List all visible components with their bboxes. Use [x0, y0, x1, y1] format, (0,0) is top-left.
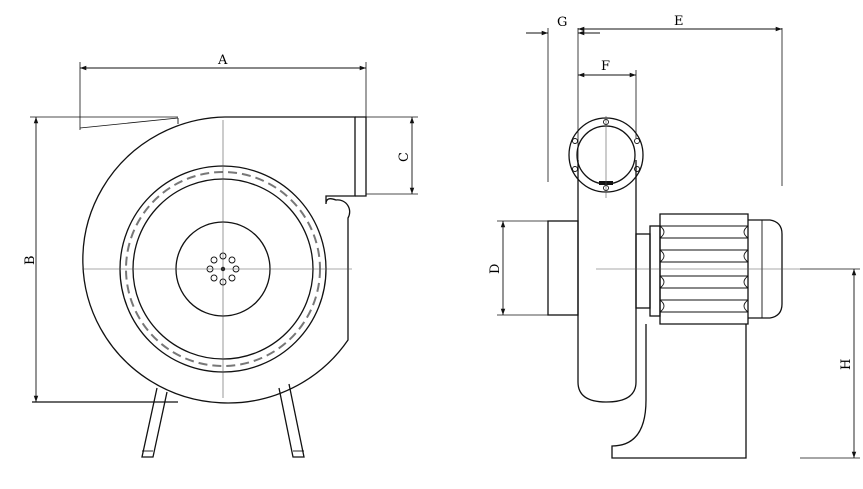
side-view: G E F D H [488, 14, 860, 459]
support-legs [141, 383, 305, 458]
label-A: A [217, 53, 228, 68]
dimension-A: A [79, 53, 367, 130]
label-B: B [23, 255, 38, 265]
side-housing [577, 160, 637, 403]
label-D: D [488, 264, 503, 274]
motor-body [659, 213, 783, 325]
volute-housing [82, 116, 356, 404]
front-view: A B C [23, 53, 418, 458]
dimension-C: C [366, 116, 418, 195]
label-G: G [557, 15, 567, 30]
label-E: E [674, 14, 684, 29]
dimension-D: D [488, 220, 548, 316]
inlet-collar [547, 220, 579, 316]
label-F: F [601, 59, 610, 74]
dimension-E: E [578, 14, 783, 186]
label-C: C [397, 152, 412, 162]
outlet-flange [355, 116, 367, 197]
dimension-H: H [800, 268, 860, 459]
pedestal [611, 324, 747, 459]
dimension-B: B [23, 116, 178, 402]
dimension-F: F [578, 59, 637, 138]
dimension-G: G [526, 15, 600, 182]
label-H: H [839, 359, 854, 370]
